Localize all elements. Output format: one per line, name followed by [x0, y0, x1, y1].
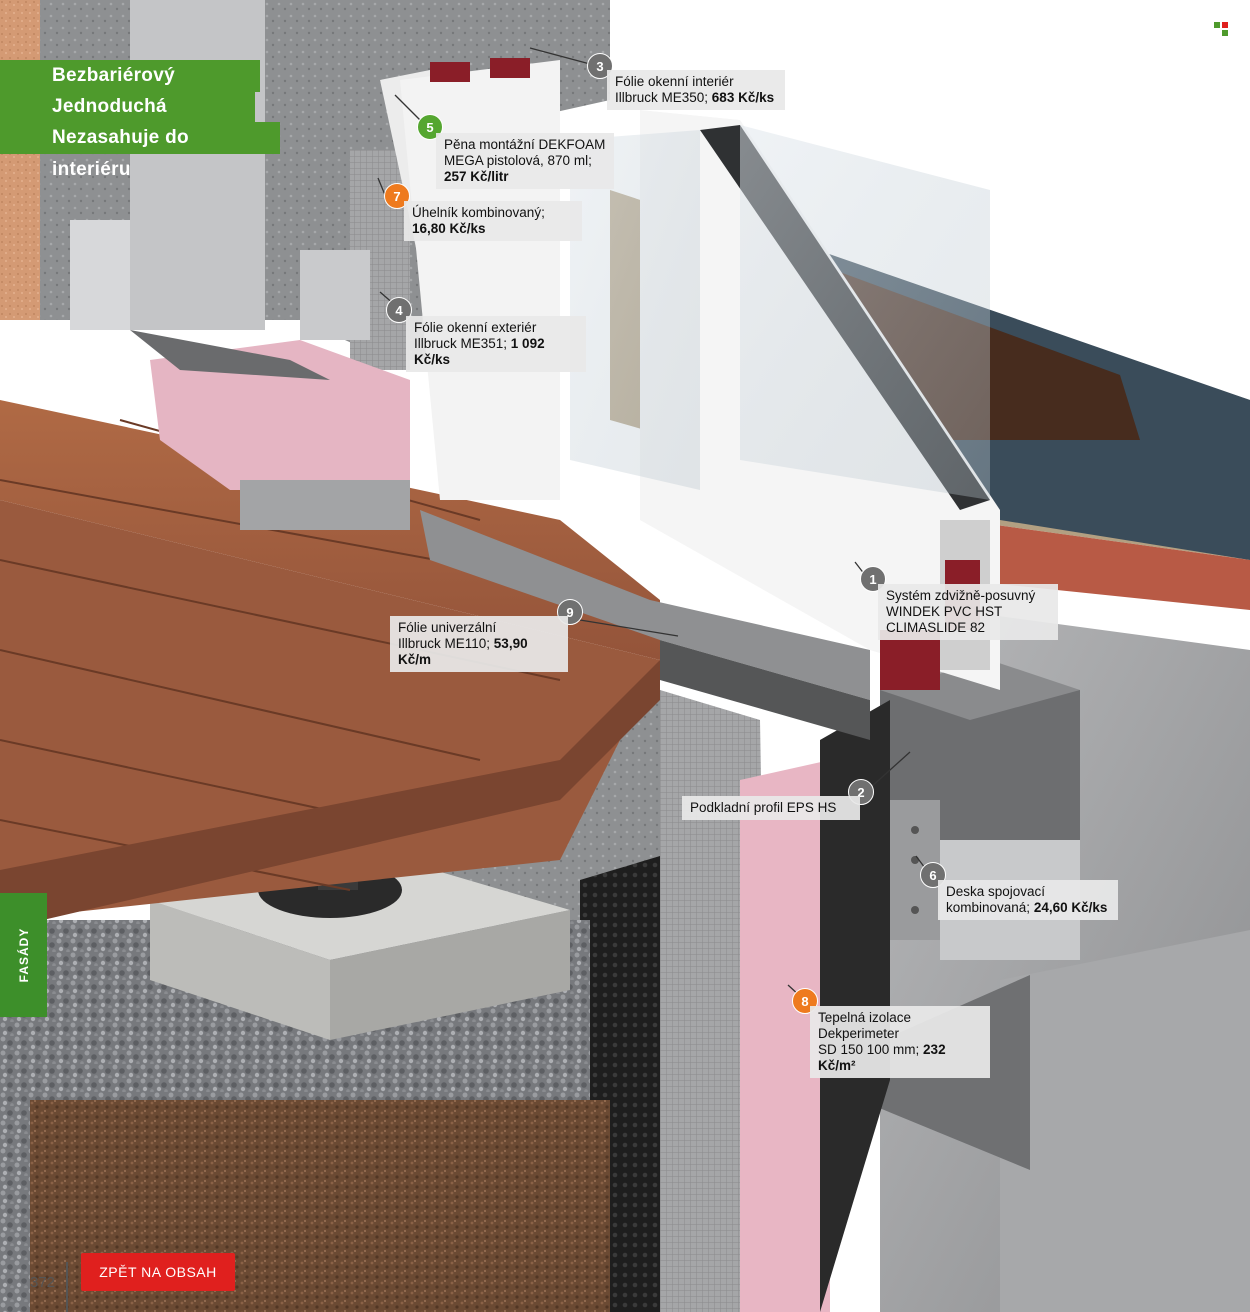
callout-1-line3: CLIMASLIDE 82	[886, 620, 986, 635]
callout-6-price: 24,60 Kč/ks	[1033, 900, 1108, 915]
brand-logo-icon	[1214, 22, 1228, 36]
callout-7-line1: Úhelník kombinovaný;	[412, 205, 545, 220]
page-number: 372	[30, 1274, 56, 1291]
callout-label-1: Systém zdvižně-posuvný WINDEK PVC HST CL…	[878, 584, 1058, 640]
callout-9-line2: Illbruck ME110;	[398, 636, 494, 651]
callout-5-line2: MEGA pistolová, 870 ml;	[444, 153, 592, 168]
feature-tag-no-interior-intrusion: Nezasahuje do interiéru	[0, 122, 280, 180]
callout-label-9: Fólie univerzální Illbruck ME110; 53,90 …	[390, 616, 568, 672]
callout-label-7: Úhelník kombinovaný; 16,80 Kč/ks	[404, 201, 582, 241]
page-divider	[66, 1262, 68, 1312]
callout-9-price: 53,90 Kč/m	[398, 636, 528, 667]
feature-tag-easy-operation: Jednoduchá obsluha	[0, 91, 255, 149]
callout-7-price: 16,80 Kč/ks	[412, 221, 486, 236]
section-tab-label: FASÁDY	[16, 927, 31, 983]
callout-8-price: 232 Kč/m²	[818, 1042, 946, 1073]
callout-3-line2: Illbruck ME350;	[615, 90, 712, 105]
callout-number-8: 8	[792, 988, 818, 1014]
callout-6-line1: Deska spojovací	[946, 884, 1046, 899]
callout-label-5: Pěna montážní DEKFOAM MEGA pistolová, 87…	[436, 133, 614, 189]
callout-label-8: Tepelná izolace Dekperimeter SD 150 100 …	[810, 1006, 990, 1078]
callout-6-line2: kombinovaná;	[946, 900, 1034, 915]
callout-5-line1: Pěna montážní DEKFOAM	[444, 137, 606, 152]
callout-3-line1: Fólie okenní interiér	[615, 74, 734, 89]
callout-4-line2: Illbruck ME351;	[414, 336, 511, 351]
callout-1-line2: WINDEK PVC HST	[886, 604, 1003, 619]
callout-4-line1: Fólie okenní exteriér	[414, 320, 537, 335]
callout-4-price: 1 092 Kč/ks	[414, 336, 545, 367]
callout-8-line2: Dekperimeter	[818, 1026, 900, 1041]
callout-label-2: Podkladní profil EPS HS	[682, 796, 860, 820]
feature-tag-barrier-free: Bezbariérový průchod	[0, 60, 260, 118]
back-to-contents-button[interactable]: ZPĚT NA OBSAH	[81, 1253, 235, 1291]
callout-8-line3: SD 150 100 mm;	[818, 1042, 924, 1057]
callout-2-line1: Podkladní profil EPS HS	[690, 800, 837, 815]
section-tab-facades[interactable]: FASÁDY	[0, 893, 47, 1017]
callout-label-4: Fólie okenní exteriér Illbruck ME351; 1 …	[406, 316, 586, 372]
callout-label-6: Deska spojovací kombinovaná; 24,60 Kč/ks	[938, 880, 1118, 920]
callout-5-price: 257 Kč/litr	[444, 169, 509, 184]
callout-1-line1: Systém zdvižně-posuvný	[886, 588, 1036, 603]
callout-3-price: 683 Kč/ks	[711, 90, 775, 105]
callout-8-line1: Tepelná izolace	[818, 1010, 912, 1025]
callout-9-line1: Fólie univerzální	[398, 620, 497, 635]
callout-label-3: Fólie okenní interiér Illbruck ME350; 68…	[607, 70, 785, 110]
